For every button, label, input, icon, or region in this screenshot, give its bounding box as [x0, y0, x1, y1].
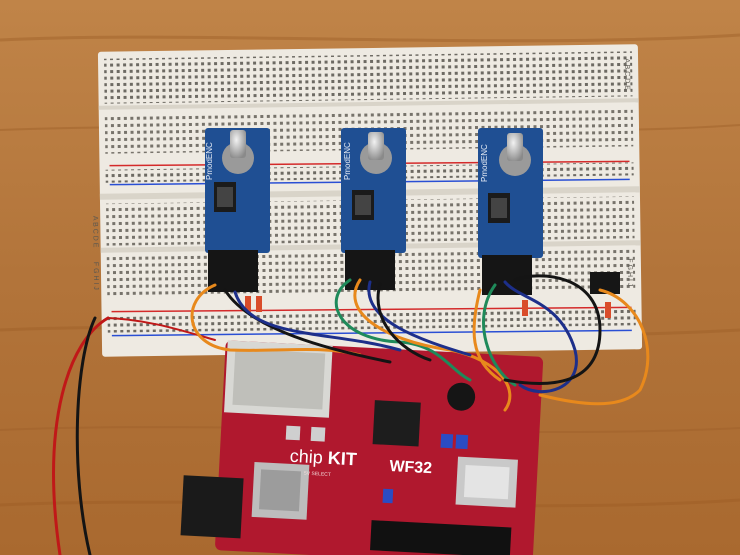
- encoder-module-3: PmodENC: [478, 128, 543, 295]
- chipkit-wf32-board: chip KIT WF32 5V SELECT: [180, 340, 544, 555]
- breadboard-switch: [590, 272, 620, 294]
- module-2-brand: PmodENC: [343, 142, 352, 180]
- board-brand-suffix: KIT: [327, 448, 357, 469]
- encoder-module-1: PmodENC: [205, 128, 270, 292]
- row-letters-top-left: A B C D E: [91, 216, 98, 248]
- jumper-wires: [52, 274, 650, 555]
- module-1-brand: PmodENC: [205, 142, 214, 180]
- module-3-brand: PmodENC: [480, 144, 489, 182]
- board-model: WF32: [389, 458, 433, 477]
- row-letters-bottom-left: F G H I J: [92, 262, 99, 290]
- resistors: [245, 296, 611, 318]
- row-letters-bottom-right: F G H I J: [626, 258, 633, 286]
- board-brand-prefix: chip: [289, 446, 323, 468]
- board-jumper-label: 5V SELECT: [304, 471, 331, 478]
- row-letters-top-right: A B C D E: [623, 58, 630, 90]
